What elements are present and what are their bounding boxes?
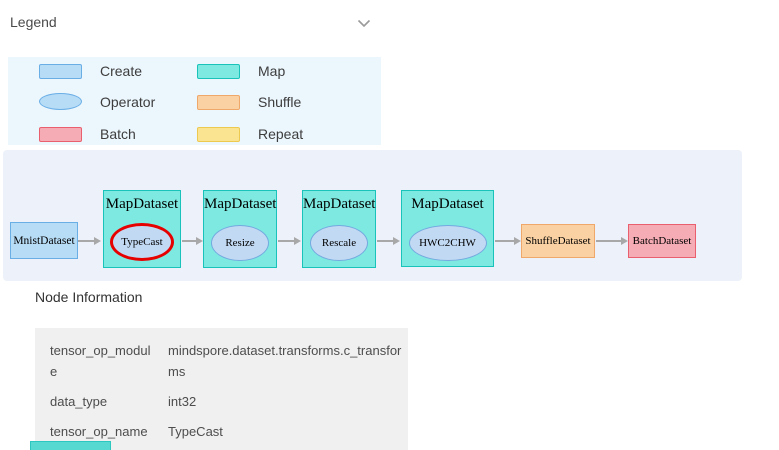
edge-arrow xyxy=(596,236,628,245)
legend-label: Operator xyxy=(100,94,156,110)
graph-node-mapdataset-hwc2chw[interactable]: MapDataset HWC2CHW xyxy=(401,190,494,267)
partial-cropped-node xyxy=(30,441,111,450)
operator-node-rescale[interactable]: Rescale xyxy=(310,225,368,261)
legend-label: Repeat xyxy=(258,126,304,142)
info-value-tensor-op-name: TypeCast xyxy=(168,424,223,439)
dataset-graph-canvas[interactable]: MnistDataset MapDataset TypeCast MapData… xyxy=(3,150,742,281)
info-key-tensor-op-name: tensor_op_name xyxy=(50,424,148,439)
node-label: ShuffleDataset xyxy=(525,235,591,247)
node-label: MapDataset xyxy=(105,196,179,212)
info-value-data-type: int32 xyxy=(168,394,197,409)
edge-arrow xyxy=(278,236,301,245)
node-label: MapDataset xyxy=(411,196,484,212)
shuffle-swatch xyxy=(197,95,240,110)
legend-label: Create xyxy=(100,63,143,79)
legend-label: Map xyxy=(258,63,286,79)
operator-label: Rescale xyxy=(321,237,357,249)
legend-panel: Create Map Operator Shuffle Batch Repeat xyxy=(8,57,381,145)
legend-label: Shuffle xyxy=(258,94,302,110)
node-label: MnistDataset xyxy=(13,234,75,247)
graph-node-mapdataset-resize[interactable]: MapDataset Resize xyxy=(203,190,277,268)
operator-label: TypeCast xyxy=(121,236,163,248)
operator-node-typecast-selected[interactable]: TypeCast xyxy=(110,223,174,261)
edge-arrow xyxy=(377,236,400,245)
node-label: MapDataset xyxy=(204,196,277,212)
operator-swatch xyxy=(39,93,82,110)
operator-node-resize[interactable]: Resize xyxy=(211,225,269,261)
create-swatch xyxy=(39,64,82,79)
graph-node-mnistdataset[interactable]: MnistDataset xyxy=(10,222,78,259)
edge-arrow xyxy=(78,236,101,245)
node-label: MapDataset xyxy=(303,196,376,212)
legend-label: Batch xyxy=(100,126,136,142)
edge-arrow xyxy=(495,236,521,245)
info-key-data-type: data_type xyxy=(50,394,108,409)
batch-swatch xyxy=(39,127,82,142)
info-key-tensor-op-module: tensor_op_module xyxy=(50,343,151,379)
graph-node-mapdataset-rescale[interactable]: MapDataset Rescale xyxy=(302,190,376,268)
repeat-swatch xyxy=(197,127,240,142)
graph-node-mapdataset-typecast[interactable]: MapDataset TypeCast xyxy=(103,190,181,268)
info-value-tensor-op-module: mindspore.dataset.transforms.c_transform… xyxy=(168,343,402,379)
node-label: BatchDataset xyxy=(632,235,692,247)
graph-node-batchdataset[interactable]: BatchDataset xyxy=(628,224,696,258)
operator-label: Resize xyxy=(225,237,255,249)
operator-node-hwc2chw[interactable]: HWC2CHW xyxy=(408,225,487,261)
chevron-down-icon[interactable] xyxy=(354,13,374,33)
map-swatch xyxy=(197,64,240,79)
operator-label: HWC2CHW xyxy=(419,237,476,249)
graph-node-shuffledataset[interactable]: ShuffleDataset xyxy=(521,224,595,258)
node-information-table: tensor_op_module mindspore.dataset.trans… xyxy=(35,328,408,450)
node-information-title: Node Information xyxy=(35,289,143,305)
legend-section-title: Legend xyxy=(10,14,57,30)
edge-arrow xyxy=(182,236,203,245)
